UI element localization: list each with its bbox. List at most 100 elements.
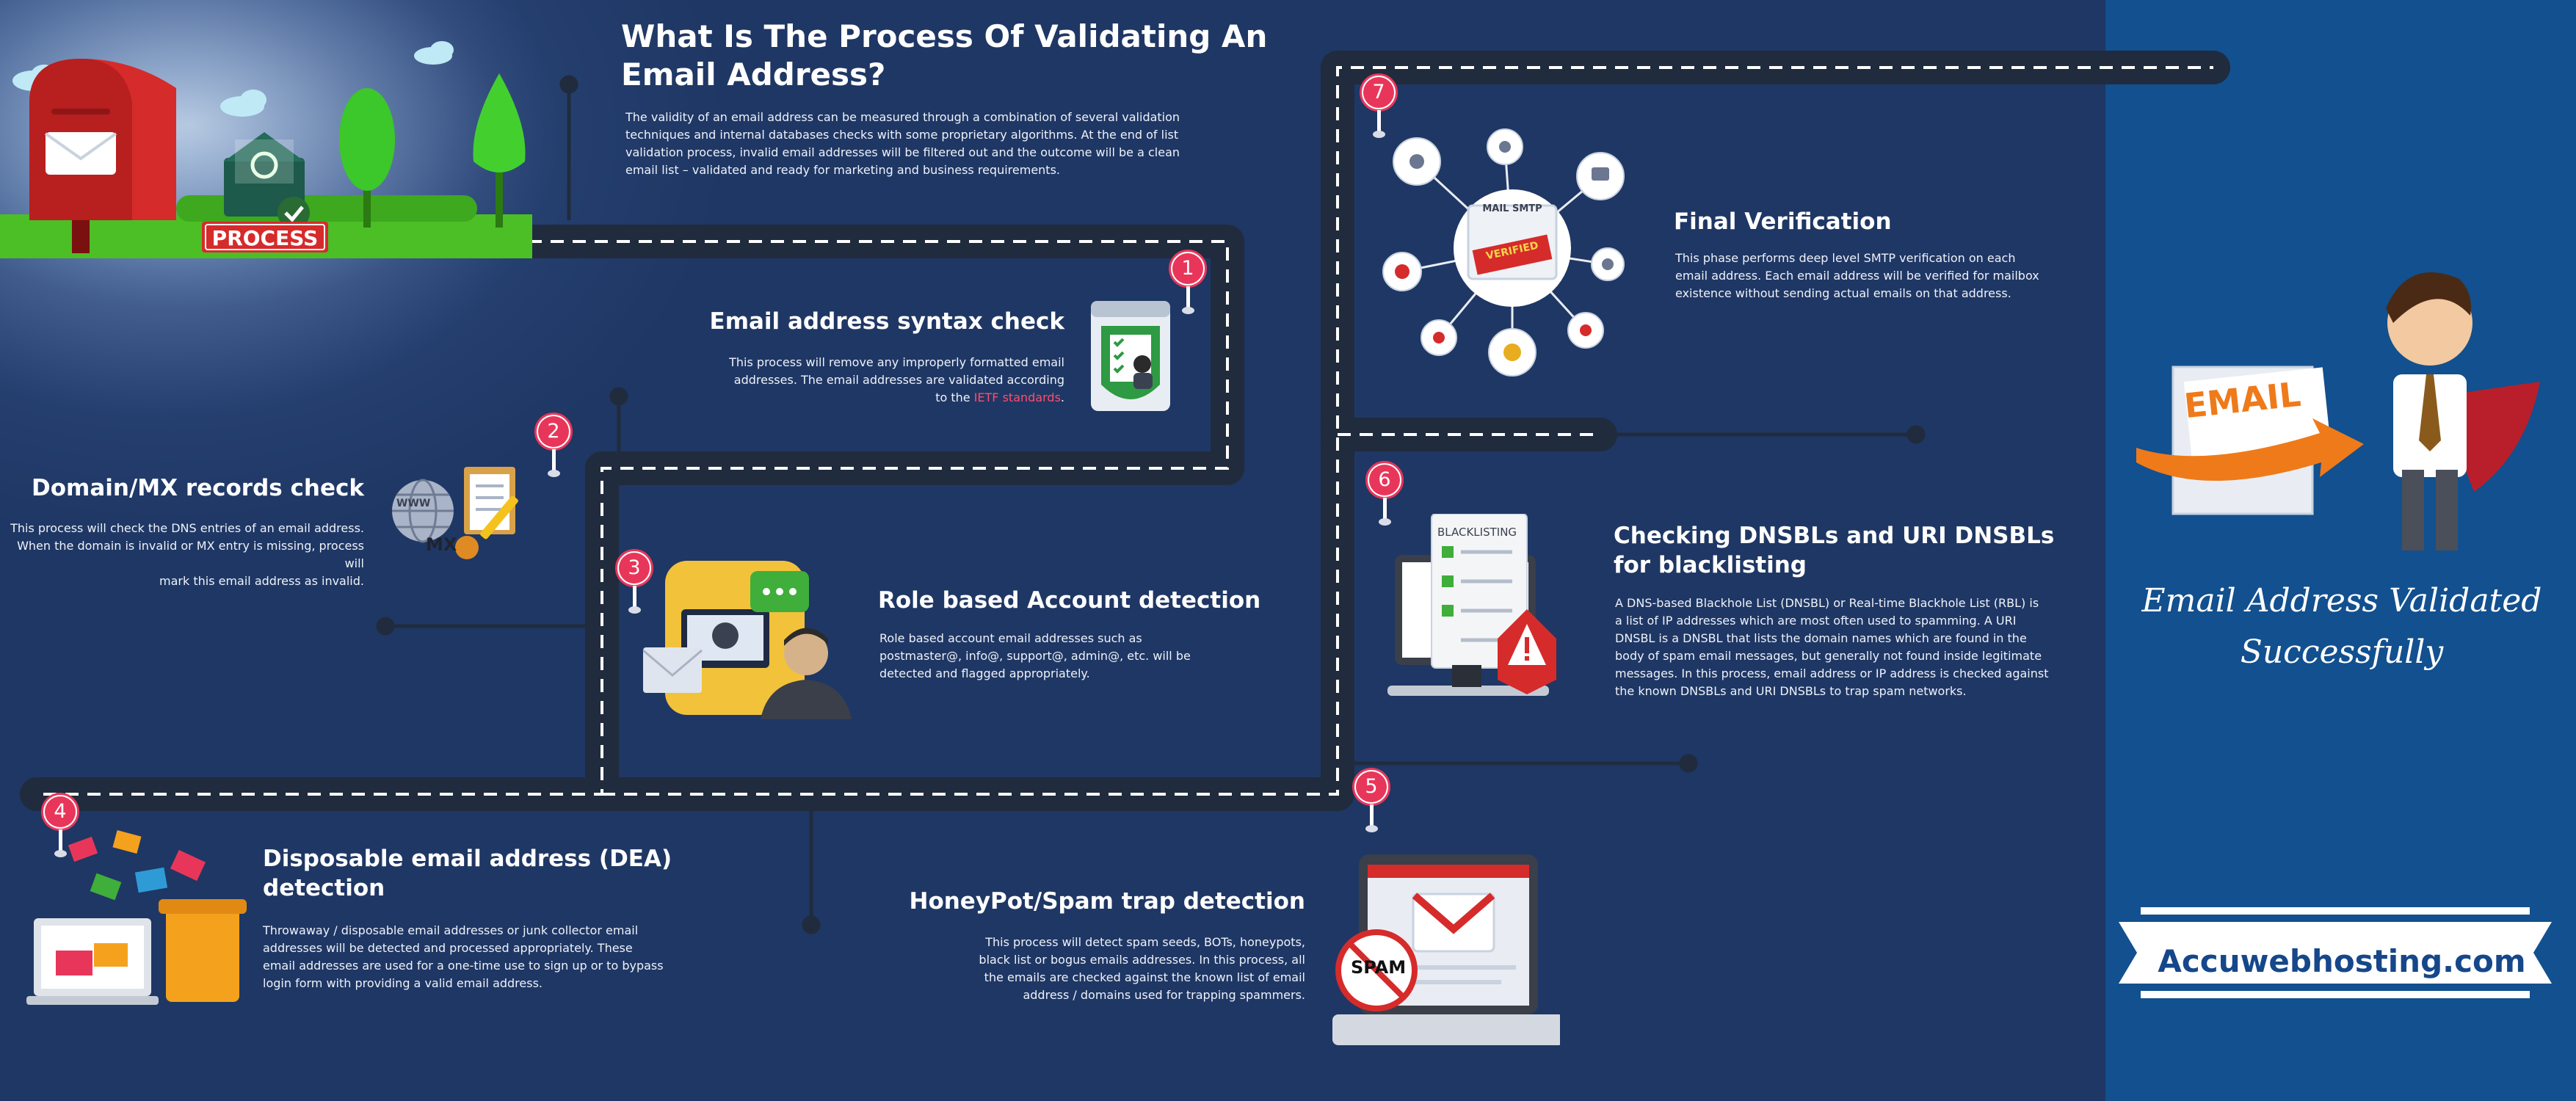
step-6-title-line: Checking DNSBLs and URI DNSBLs (1614, 523, 2055, 549)
process-sign (202, 222, 328, 252)
step-5-line: This process will detect spam seeds, BOT… (985, 935, 1305, 949)
step-3-number: 3 (619, 553, 650, 584)
step-6-pin: 6 (1365, 461, 1407, 527)
hedge (176, 195, 477, 222)
step-6-line: a list of IP addresses which are most of… (1615, 614, 2017, 628)
intro-line: The validity of an email address can be … (625, 110, 1180, 124)
step-5-pin: 5 (1352, 768, 1393, 834)
email-check-icon (224, 132, 310, 229)
smtp-verification-icon (1382, 128, 1625, 377)
mail-smtp-label: MAIL SMTP (1482, 203, 1542, 214)
step-4-title-line: detection (263, 875, 385, 901)
brand-name[interactable]: Accuwebhosting.com (2158, 943, 2526, 979)
step-7-number: 7 (1363, 77, 1394, 108)
start-scene (0, 41, 532, 258)
cloud-icon (12, 41, 454, 117)
step-4-pin: 4 (41, 793, 82, 859)
step-4-title: Disposable email address (DEA) detection (263, 844, 672, 903)
step-4-line: addresses will be detected and processed… (263, 941, 633, 955)
step-5-line: address / domains used for trapping spam… (1023, 988, 1305, 1002)
brand-ribbon (2119, 907, 2552, 998)
step-6-description: A DNS-based Blackhole List (DNSBL) or Re… (1615, 595, 2049, 700)
step-3-line: Role based account email addresses such … (879, 631, 1142, 645)
step-2-line: When the domain is invalid or MX entry i… (17, 539, 364, 570)
step-2-pin: 2 (534, 413, 576, 479)
step-2-title: Domain/MX records check (32, 475, 364, 501)
step-5-description: This process will detect spam seeds, BOT… (859, 934, 1305, 1004)
validated-message: Email Address Validated Successfully (2114, 575, 2569, 678)
step-1-line: This process will remove any improperly … (729, 355, 1064, 369)
step-7-line: email address. Each email address will b… (1675, 269, 2039, 283)
step-1-text: . (1060, 390, 1064, 404)
www-label: WWW (396, 498, 431, 509)
step-3-line: detected and flagged appropriately. (879, 666, 1090, 680)
step-1-pin: 1 (1169, 250, 1210, 316)
step-1-description: This process will remove any improperly … (624, 354, 1064, 407)
step-7-pin: 7 (1360, 73, 1401, 139)
step-5-number: 5 (1356, 771, 1387, 802)
step-4-line: Throwaway / disposable email addresses o… (263, 923, 639, 937)
validated-message-line: Successfully (2240, 633, 2444, 671)
mx-label: MX (426, 534, 457, 555)
step-7-line: This phase performs deep level SMTP veri… (1675, 251, 2016, 265)
step-3-line: postmaster@, info@, support@, admin@, et… (879, 649, 1191, 663)
tree-icon (339, 73, 526, 228)
intro-line: email list – validated and ready for mar… (625, 163, 1060, 177)
step-2-description: This process will check the DNS entries … (7, 520, 364, 590)
spam-label: SPAM (1351, 957, 1407, 978)
result-panel (2105, 0, 2576, 1101)
domain-mx-icon (392, 467, 518, 559)
step-2-number: 2 (538, 416, 569, 447)
step-3-title: Role based Account detection (878, 587, 1261, 614)
step-7-line: existence without sending actual emails … (1675, 286, 2011, 300)
step-6-title: Checking DNSBLs and URI DNSBLs for black… (1614, 521, 2054, 580)
step-5-title: HoneyPot/Spam trap detection (909, 888, 1306, 915)
flying-envelopes (56, 830, 206, 975)
step-4-number: 4 (45, 796, 76, 827)
step-6-line: messages. In this process, email address… (1615, 666, 2049, 680)
email-hero-illustration (2136, 272, 2540, 550)
spam-trap-icon (1332, 854, 1560, 1045)
step-6-line: A DNS-based Blackhole List (DNSBL) or Re… (1615, 596, 2039, 610)
step-4-line: login form with providing a valid email … (263, 976, 543, 990)
step-6-number: 6 (1369, 465, 1400, 495)
step-7-description: This phase performs deep level SMTP veri… (1675, 250, 2039, 302)
page-title: What Is The Process Of Validating An Ema… (621, 18, 1267, 94)
step-4-description: Throwaway / disposable email addresses o… (263, 922, 664, 992)
step-1-line: to the IETF standards. (624, 389, 1064, 407)
blacklisting-label: BLACKLISTING (1437, 526, 1517, 539)
step-6-line: DNSBL is a DNSBL that lists the domain n… (1615, 631, 2027, 645)
step-2-line: mark this email address as invalid. (159, 574, 364, 588)
role-account-icon (643, 561, 852, 719)
step-1-title: Email address syntax check (709, 308, 1064, 335)
step-1-number: 1 (1172, 253, 1203, 284)
mailbox-icon (29, 59, 176, 253)
blacklisting-icon (1387, 514, 1556, 696)
validated-message-line: Email Address Validated (2141, 582, 2542, 619)
step-3-description: Role based account email addresses such … (879, 630, 1191, 683)
syntax-check-icon (1091, 301, 1170, 411)
step-5-line: the emails are checked against the known… (984, 970, 1305, 984)
step-3-pin: 3 (615, 549, 656, 615)
step-4-title-line: Disposable email address (DEA) (263, 846, 672, 872)
intro-line: validation process, invalid email addres… (625, 145, 1180, 159)
intro-paragraph: The validity of an email address can be … (625, 109, 1180, 179)
road-spurs (376, 75, 1926, 934)
disposable-email-icon (26, 830, 247, 1005)
step-6-line: body of spam email messages, but general… (1615, 649, 2042, 663)
step-1-line: addresses. The email addresses are valid… (733, 373, 1064, 387)
step-4-line: email addresses are used for a one-time … (263, 959, 664, 973)
step-6-title-line: for blacklisting (1614, 552, 1807, 578)
page-title-line-1: What Is The Process Of Validating An (621, 18, 1268, 54)
road-dashes (37, 66, 2213, 796)
step-2-line: This process will check the DNS entries … (10, 521, 364, 535)
process-label: PROCESS (211, 226, 319, 250)
step-6-line: the known DNSBLs and URI DNSBLs to trap … (1615, 684, 1967, 698)
page-title-line-2: Email Address? (621, 57, 886, 92)
step-5-line: black list or bogus emails addresses. In… (979, 953, 1305, 967)
step-1-text: to the (935, 390, 974, 404)
ietf-standards-link[interactable]: IETF standards (973, 390, 1061, 404)
intro-line: techniques and internal databases checks… (625, 128, 1179, 142)
step-7-title: Final Verification (1674, 208, 1892, 235)
